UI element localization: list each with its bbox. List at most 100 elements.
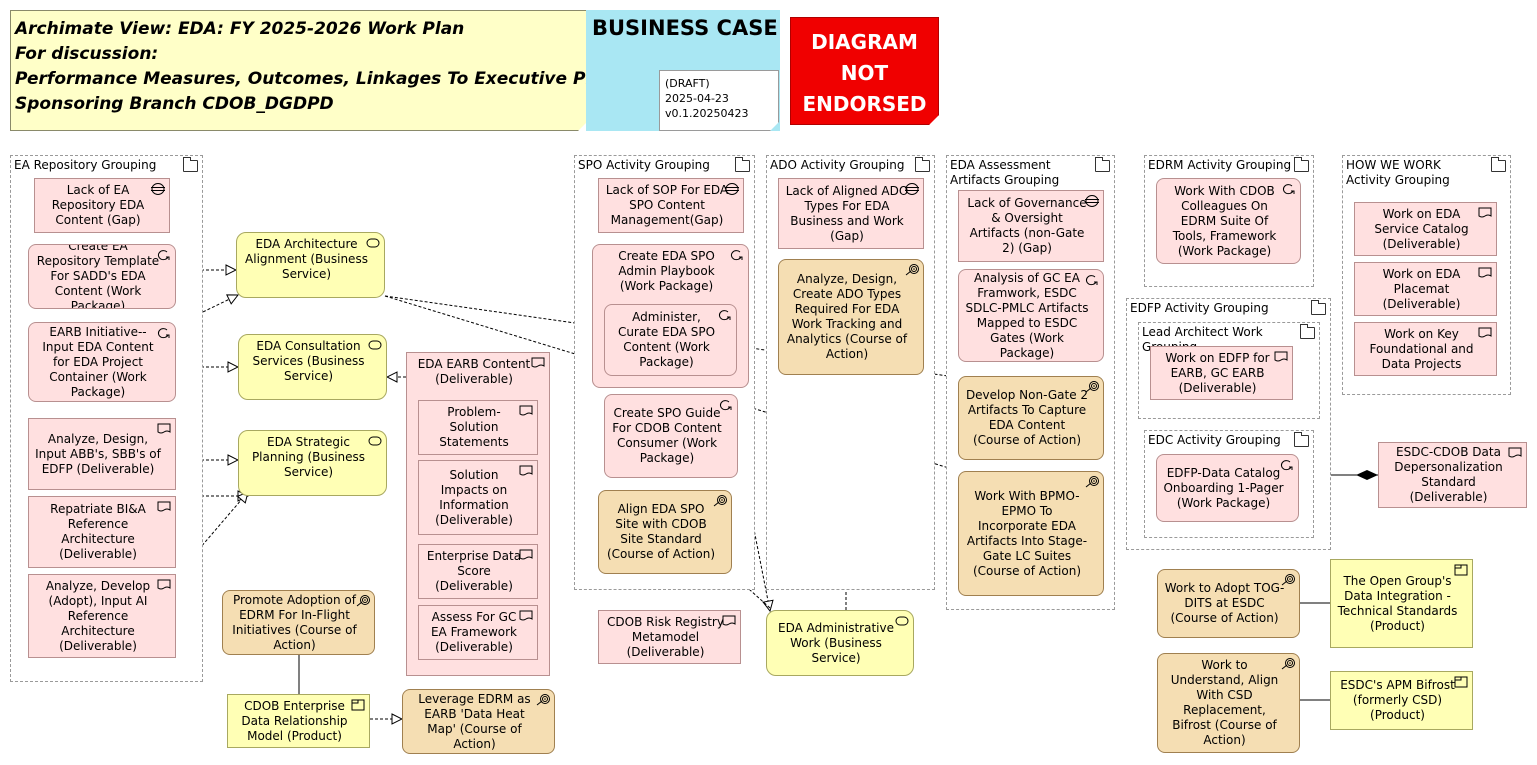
coa-leverage-edrm[interactable]: Leverage EDRM as EARB 'Data Heat Map' (C… bbox=[402, 689, 555, 754]
product-esdc-apm-bifrost[interactable]: ESDC's APM Bifrost (formerly CSD) (Produ… bbox=[1330, 671, 1473, 730]
deliverable-icon bbox=[722, 615, 736, 626]
work-package-icon bbox=[731, 250, 743, 261]
folder-icon bbox=[1294, 432, 1309, 447]
not-endorsed-stamp: DIAGRAM NOT ENDORSED bbox=[790, 17, 939, 125]
element-label: Work on EDA Service Catalog (Deliverable… bbox=[1374, 206, 1469, 251]
gap-lack-ea-repository-content[interactable]: Lack of EA Repository EDA Content (Gap) bbox=[34, 178, 170, 233]
deliverable-enterprise-data-score[interactable]: Enterprise Data Score (Deliverable) bbox=[418, 544, 538, 599]
folder-icon bbox=[1311, 300, 1326, 315]
deliverable-icon bbox=[1274, 351, 1288, 362]
folder-icon bbox=[1294, 157, 1309, 172]
course-of-action-icon bbox=[536, 694, 550, 706]
element-label: EDA Administrative Work (Business Servic… bbox=[778, 620, 894, 665]
element-label: Work With BPMO-EPMO To Incorporate EDA A… bbox=[966, 488, 1088, 578]
gap-lack-of-sop[interactable]: Lack of SOP For EDA SPO Content Manageme… bbox=[598, 178, 744, 233]
wp-work-with-cdob-edrm[interactable]: Work With CDOB Colleagues On EDRM Suite … bbox=[1156, 178, 1301, 264]
deliverable-analyze-ai-architecture[interactable]: Analyze, Develop (Adopt), Input AI Refer… bbox=[28, 574, 176, 658]
deliverable-icon bbox=[519, 465, 533, 476]
element-label: Align EDA SPO Site with CDOB Site Standa… bbox=[606, 502, 716, 561]
element-label: Solution Impacts on Information (Deliver… bbox=[435, 467, 513, 527]
deliverable-icon bbox=[519, 610, 533, 621]
element-label: EDA EARB Content (Deliverable) bbox=[417, 357, 531, 386]
deliverable-work-on-edfp[interactable]: Work on EDFP for EARB, GC EARB (Delivera… bbox=[1150, 346, 1293, 400]
deliverable-key-foundational-projects[interactable]: Work on Key Foundational and Data Projec… bbox=[1354, 322, 1497, 376]
group-label: EDC Activity Grouping bbox=[1148, 433, 1281, 447]
service-eda-consultation[interactable]: EDA Consultation Services (Business Serv… bbox=[238, 334, 387, 400]
wp-analysis-gc-ea-framework[interactable]: Analysis of GC EA Framwork, ESDC SDLC-PM… bbox=[958, 269, 1104, 362]
coa-work-with-bpmo-epmo[interactable]: Work With BPMO-EPMO To Incorporate EDA A… bbox=[958, 471, 1104, 596]
folder-icon bbox=[915, 157, 930, 172]
element-label: Create EDA SPO Admin Playbook (Work Pack… bbox=[618, 249, 715, 293]
wp-administer-spo-content[interactable]: Administer, Curate EDA SPO Content (Work… bbox=[604, 304, 737, 376]
wp-edfp-data-catalog-onboarding[interactable]: EDFP-Data Catalog Onboarding 1-Pager (Wo… bbox=[1156, 454, 1299, 522]
element-label: Lack of Governance & Oversight Artifacts… bbox=[967, 196, 1087, 255]
element-label: Assess For GC EA Framework (Deliverable) bbox=[430, 610, 518, 654]
element-label: Create SPO Guide For CDOB Content Consum… bbox=[612, 406, 722, 465]
service-eda-strategic-planning[interactable]: EDA Strategic Planning (Business Service… bbox=[238, 430, 387, 496]
business-service-icon bbox=[366, 238, 380, 248]
group-label: HOW WE WORK Activity Grouping bbox=[1346, 158, 1450, 187]
element-label: CDOB Risk Registry Metamodel (Deliverabl… bbox=[607, 614, 724, 659]
title-line: Sponsoring Branch CDOB_DGDPD bbox=[15, 94, 334, 114]
deliverable-eda-service-catalog[interactable]: Work on EDA Service Catalog (Deliverable… bbox=[1354, 202, 1497, 256]
deliverable-repatriate-bia[interactable]: Repatriate BI&A Reference Architecture (… bbox=[28, 496, 176, 568]
wp-earb-initiative[interactable]: EARB Initiative-- Input EDA Content for … bbox=[28, 322, 176, 402]
course-of-action-icon bbox=[356, 595, 370, 607]
deliverable-data-depersonalization-standard[interactable]: ESDC-CDOB Data Depersonalization Standar… bbox=[1378, 442, 1527, 508]
folder-icon bbox=[1491, 157, 1506, 172]
element-label: EDA Consultation Services (Business Serv… bbox=[252, 339, 365, 383]
element-label: Repatriate BI&A Reference Architecture (… bbox=[50, 502, 146, 561]
deliverable-solution-impacts[interactable]: Solution Impacts on Information (Deliver… bbox=[418, 460, 538, 535]
deliverable-icon bbox=[519, 549, 533, 560]
element-label: Analysis of GC EA Framwork, ESDC SDLC-PM… bbox=[965, 270, 1089, 360]
draft-line: v0.1.20250423 bbox=[665, 107, 749, 120]
product-open-group-data-integration[interactable]: The Open Group's Data Integration - Tech… bbox=[1330, 559, 1473, 648]
title-line: Archimate View: EDA: FY 2025-2026 Work P… bbox=[15, 19, 465, 39]
deliverable-eda-placemat[interactable]: Work on EDA Placemat (Deliverable) bbox=[1354, 262, 1497, 316]
folder-icon bbox=[735, 157, 750, 172]
deliverable-icon bbox=[1478, 207, 1492, 218]
element-label: Work on EDFP for EARB, GC EARB (Delivera… bbox=[1165, 350, 1270, 395]
element-label: Work on Key Foundational and Data Projec… bbox=[1369, 326, 1474, 371]
deliverable-problem-solution[interactable]: Problem-Solution Statements bbox=[418, 400, 538, 455]
course-of-action-icon bbox=[905, 264, 919, 276]
deliverable-analyze-abb-sbb[interactable]: Analyze, Design, Input ABB's, SBB's of E… bbox=[28, 418, 176, 490]
wp-create-ea-repository-template[interactable]: Create EA Repository Template For SADD's… bbox=[28, 244, 176, 309]
group-label: ADO Activity Grouping bbox=[770, 158, 905, 172]
realization-line bbox=[730, 572, 771, 609]
deliverable-icon bbox=[531, 357, 545, 368]
course-of-action-icon bbox=[1085, 476, 1099, 488]
service-eda-architecture-alignment[interactable]: EDA Architecture Alignment (Business Ser… bbox=[236, 232, 385, 298]
coa-analyze-design-ado-types[interactable]: Analyze, Design, Create ADO Types Requir… bbox=[778, 259, 924, 375]
element-label: ESDC-CDOB Data Depersonalization Standar… bbox=[1394, 445, 1503, 504]
element-label: Promote Adoption of EDRM For In-Flight I… bbox=[232, 592, 357, 652]
deliverable-icon bbox=[157, 501, 171, 512]
title-line: Performance Measures, Outcomes, Linkages… bbox=[15, 69, 625, 89]
coa-develop-non-gate-2-artifacts[interactable]: Develop Non-Gate 2 Artifacts To Capture … bbox=[958, 376, 1104, 460]
coa-work-to-adopt-tog-dits[interactable]: Work to Adopt TOG-DITS at ESDC (Course o… bbox=[1157, 569, 1300, 638]
folder-icon bbox=[1095, 157, 1110, 172]
deliverable-icon bbox=[519, 405, 533, 416]
work-package-icon bbox=[720, 400, 732, 411]
coa-promote-edrm-adoption[interactable]: Promote Adoption of EDRM For In-Flight I… bbox=[222, 590, 375, 655]
product-cdob-edrm-model[interactable]: CDOB Enterprise Data Relationship Model … bbox=[227, 694, 370, 748]
deliverable-icon bbox=[157, 423, 171, 434]
course-of-action-icon bbox=[713, 495, 727, 507]
realization-line bbox=[175, 492, 248, 577]
element-label: EDA Architecture Alignment (Business Ser… bbox=[245, 237, 368, 281]
deliverable-cdob-risk-registry[interactable]: CDOB Risk Registry Metamodel (Deliverabl… bbox=[598, 610, 741, 664]
gap-lack-of-governance[interactable]: Lack of Governance & Oversight Artifacts… bbox=[958, 190, 1104, 262]
coa-work-to-understand-csd[interactable]: Work to Understand, Align With CSD Repla… bbox=[1157, 653, 1300, 753]
coa-align-spo-site[interactable]: Align EDA SPO Site with CDOB Site Standa… bbox=[598, 490, 732, 574]
business-service-icon bbox=[368, 340, 382, 350]
gap-lack-aligned-ado-types[interactable]: Lack of Aligned ADO Types For EDA Busine… bbox=[778, 178, 924, 249]
element-label: Analyze, Develop (Adopt), Input AI Refer… bbox=[45, 578, 151, 653]
wp-create-spo-guide[interactable]: Create SPO Guide For CDOB Content Consum… bbox=[604, 394, 738, 478]
element-label: Problem-Solution Statements bbox=[439, 405, 509, 449]
course-of-action-icon bbox=[1085, 381, 1099, 393]
folder-icon bbox=[183, 157, 198, 172]
deliverable-assess-gc-ea[interactable]: Assess For GC EA Framework (Deliverable) bbox=[418, 605, 538, 660]
service-eda-administrative-work[interactable]: EDA Administrative Work (Business Servic… bbox=[766, 610, 914, 676]
work-package-icon bbox=[158, 250, 170, 261]
deliverable-icon bbox=[157, 579, 171, 590]
